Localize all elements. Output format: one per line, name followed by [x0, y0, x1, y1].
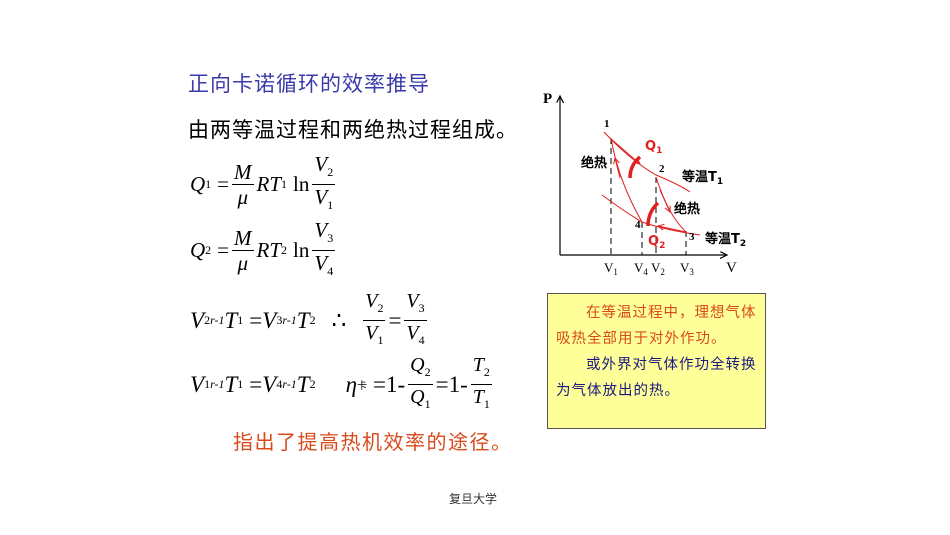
fraction-volume-ratio: V3 V4	[312, 218, 336, 278]
subscript: 1	[205, 177, 212, 191]
slide-title: 正向卡诺循环的效率推导	[188, 72, 430, 96]
fraction-volume-ratio: V2 V1	[312, 152, 336, 212]
adiabatic-left-label: 绝热	[581, 155, 607, 171]
isotherm-t1-curve	[603, 131, 691, 193]
adiabatic-right-label: 绝热	[674, 201, 700, 217]
fraction-q2-q1: Q2 Q1	[408, 354, 433, 411]
q2-label: Q2	[648, 234, 665, 251]
carnot-pv-diagram: P V 1 2 3 4 Q1 Q2 绝热 绝热 等温T1 等温T2 V1 V4 …	[543, 91, 746, 277]
note-paragraph-2: 或外界对气体作功全转换为气体放出的热。	[556, 357, 757, 399]
tick-v4: V4	[634, 260, 648, 277]
q2-heat-arrow	[646, 201, 660, 227]
symbol: Q	[190, 172, 206, 196]
isotherm-t1-label: 等温T1	[681, 169, 723, 187]
note-paragraph-1: 在等温过程中，理想气体吸热全部用于对外作功。	[556, 305, 757, 347]
conclusion-text: 指出了提高热机效率的途径。	[233, 430, 513, 454]
v-axis-label: V	[726, 260, 737, 276]
point-3-label: 3	[689, 231, 695, 243]
tick-v1: V1	[604, 260, 618, 277]
isotherm-t2-label: 等温T2	[704, 231, 746, 249]
fraction-t2-t1: T2 T1	[470, 354, 492, 411]
q1-heat-arrow	[628, 155, 642, 179]
footer-institution: 复旦大学	[449, 492, 498, 506]
fraction-v2-v1: V2 V1	[363, 290, 386, 347]
isothermal-note-box: 在等温过程中，理想气体吸热全部用于对外作功。 或外界对气体作功全转换为气体放出的…	[547, 293, 766, 429]
therefore-symbol: ∴	[331, 307, 347, 333]
tick-v2: V2	[651, 260, 665, 277]
fraction-v3-v4: V3 V4	[404, 290, 427, 347]
p-axis-label: P	[543, 91, 552, 107]
q1-label: Q1	[645, 139, 662, 156]
point-4-label: 4	[635, 219, 641, 231]
point-1-label: 1	[604, 118, 610, 130]
point-2-label: 2	[659, 163, 665, 175]
slide-subtitle: 由两等温过程和两绝热过程组成。	[188, 118, 518, 142]
tick-v3: V3	[680, 260, 694, 277]
